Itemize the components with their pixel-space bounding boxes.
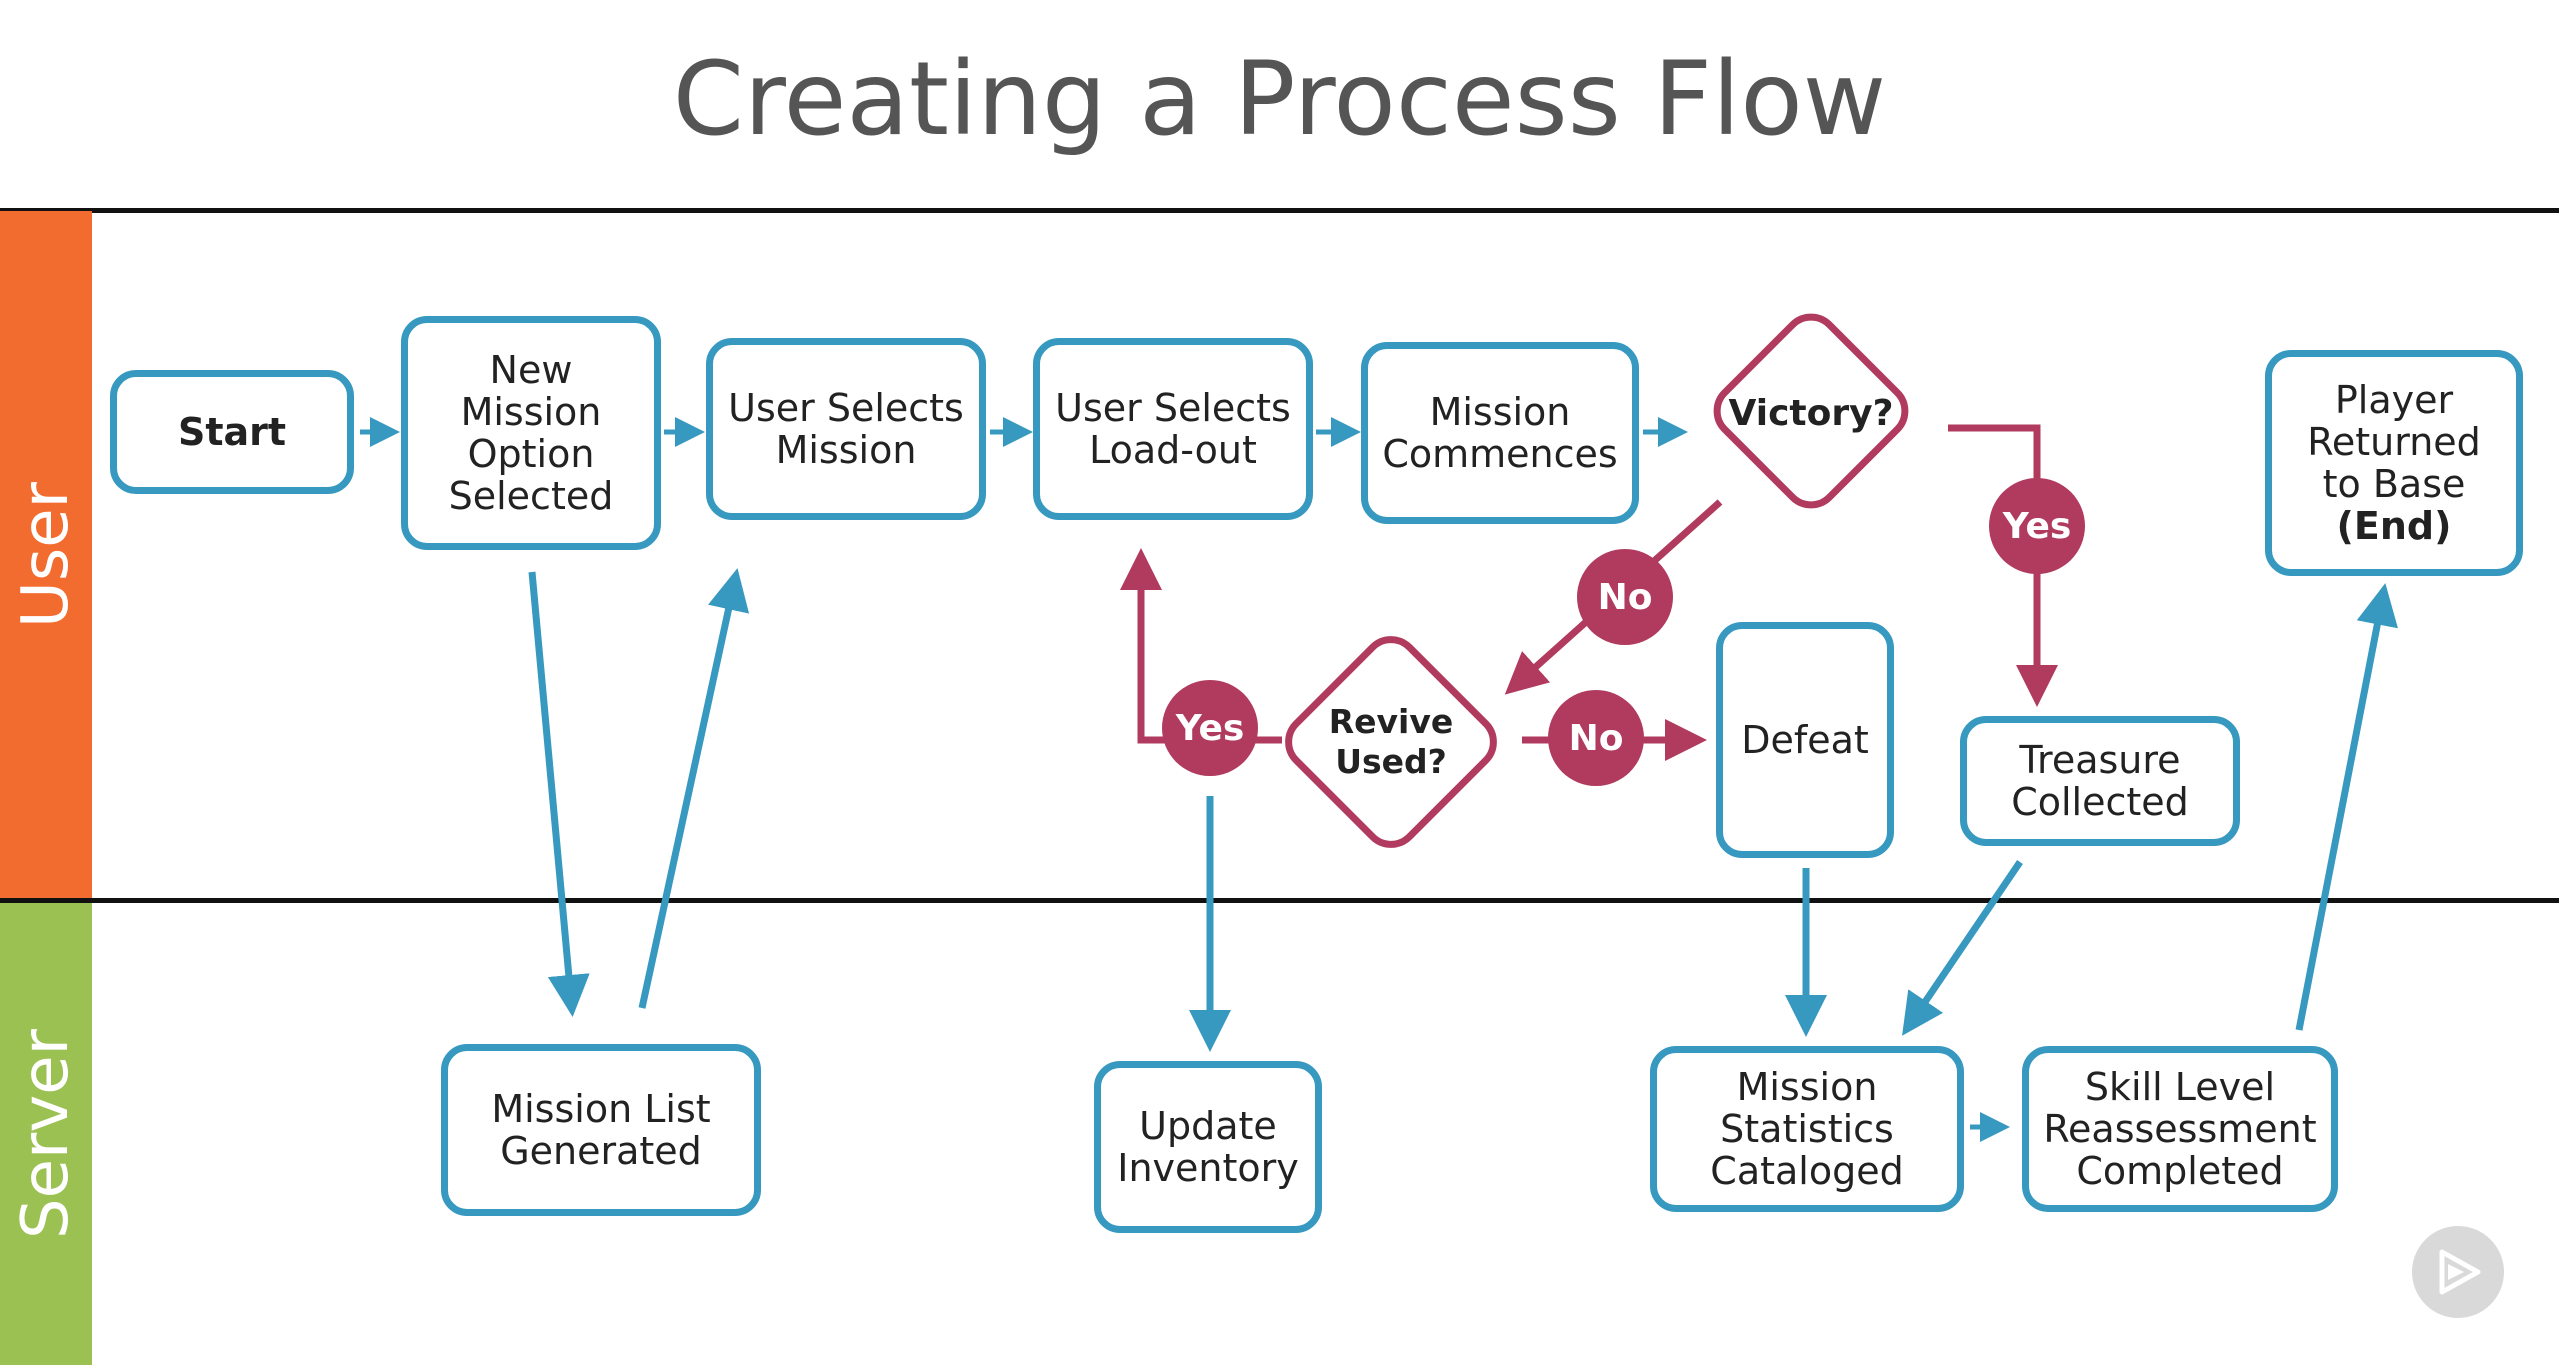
update-inventory-label: Update Inventory — [1117, 1104, 1299, 1190]
play-button[interactable] — [2412, 1226, 2504, 1318]
victory-diamond — [1713, 313, 1909, 509]
skill-level-node: Skill Level Reassessment Completed — [2022, 1046, 2338, 1212]
mission-list-label: Mission List Generated — [491, 1087, 711, 1173]
arrow-skill-to-end — [2295, 583, 2398, 1031]
mission-stats-label: Mission Statistics Cataloged — [1710, 1065, 1904, 1193]
player-returned-node: Player Returned to Base (End) — [2265, 350, 2523, 576]
diagram-title: Creating a Process Flow — [672, 40, 1887, 159]
defeat-label: Defeat — [1741, 718, 1869, 762]
revive-used-text: Revive Used? — [1328, 702, 1454, 781]
mission-commences-label: Mission Commences — [1382, 390, 1618, 476]
player-returned-content: Player Returned to Base (End) — [2307, 379, 2481, 547]
update-inventory-node: Update Inventory — [1094, 1061, 1322, 1233]
play-icon — [2439, 1249, 2481, 1295]
mission-list-node: Mission List Generated — [441, 1044, 761, 1216]
victory-yes-badge: Yes — [1989, 478, 2085, 574]
lane-top-border — [0, 208, 2559, 213]
user-selects-mission-label: User Selects Mission — [728, 386, 964, 472]
user-lane-label: User — [0, 211, 92, 898]
treasure-label: Treasure Collected — [2011, 738, 2189, 824]
victory-no-badge: No — [1577, 549, 1673, 645]
end-label: (End) — [2336, 504, 2452, 548]
revive-used-label: Revive Used? — [1291, 700, 1491, 784]
victory-text: Victory? — [1728, 392, 1894, 434]
arrow-new-to-missionlist — [528, 571, 590, 1017]
revive-yes-badge: Yes — [1162, 680, 1258, 776]
user-selects-loadout-node: User Selects Load-out — [1033, 338, 1313, 520]
new-mission-label: New Mission Option Selected — [448, 348, 614, 518]
mission-stats-node: Mission Statistics Cataloged — [1650, 1046, 1964, 1212]
user-selects-mission-node: User Selects Mission — [706, 338, 986, 520]
start-node: Start — [110, 370, 354, 494]
skill-level-label: Skill Level Reassessment Completed — [2043, 1065, 2317, 1193]
new-mission-node: New Mission Option Selected — [401, 316, 661, 550]
server-lane-label: Server — [0, 903, 92, 1365]
path-victory-yes — [1948, 424, 2058, 707]
player-returned-label: Player Returned to Base — [2307, 378, 2481, 506]
revive-diamond — [1285, 636, 1497, 848]
start-label: Start — [177, 410, 287, 454]
arrow-treasure-to-stats — [1902, 860, 2023, 1036]
arrow-missionlist-to-select — [638, 568, 750, 1009]
defeat-node: Defeat — [1716, 622, 1894, 858]
mission-commences-node: Mission Commences — [1361, 342, 1639, 524]
victory-label: Victory? — [1711, 391, 1911, 435]
user-selects-loadout-label: User Selects Load-out — [1055, 386, 1291, 472]
lane-divider — [0, 898, 2559, 903]
revive-no-badge: No — [1548, 690, 1644, 786]
treasure-node: Treasure Collected — [1960, 716, 2240, 846]
